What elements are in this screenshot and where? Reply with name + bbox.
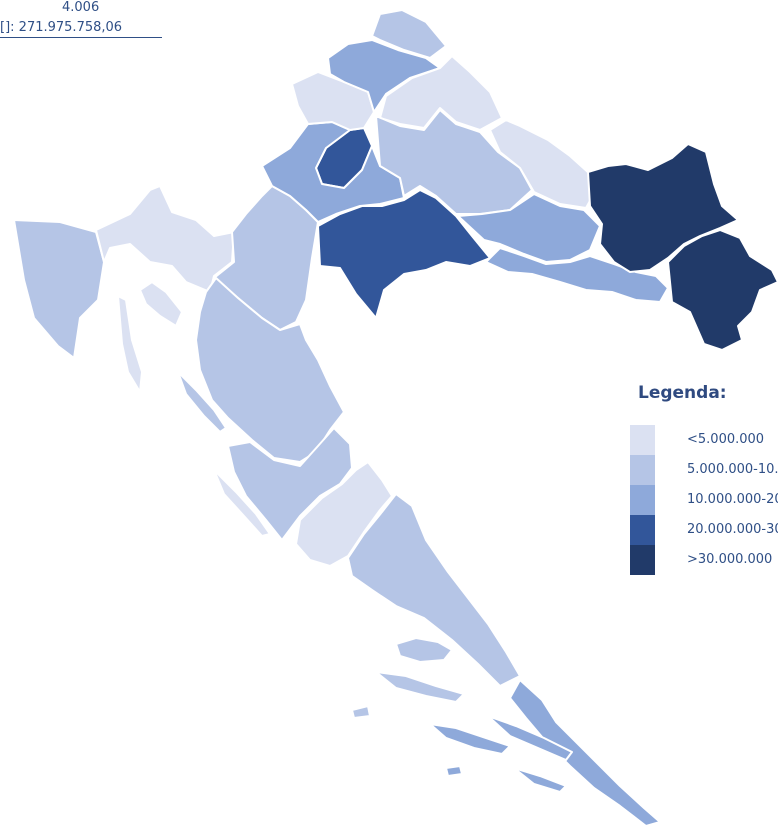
region-island-vis[interactable] [351,705,371,719]
legend-label: 5.000.000-10.000.000 [687,462,778,477]
legend-label: >30.000.000 [687,552,773,567]
region-island-mljet[interactable] [513,767,567,793]
region-zadarska[interactable] [227,427,353,541]
region-medimurska[interactable] [371,9,447,59]
legend-swatch [630,515,655,545]
region-vukovarsko-srijemska[interactable] [667,229,778,351]
legend-swatch [630,485,655,515]
region-licko-senjska[interactable] [195,277,345,463]
legend-item: <5.000.000 [630,425,778,455]
region-brodsko-posavska[interactable] [485,247,669,303]
region-dubrovacko-neretvanska[interactable] [509,679,661,827]
region-splitsko-dalmatinska[interactable] [347,493,521,687]
legend-swatch [630,545,655,575]
record-count: 4.006 [62,0,100,15]
region-island-dugi[interactable] [213,469,271,537]
region-bjelovarsko-bilogorska[interactable] [375,109,533,215]
legend-item: 20.000.000-30.000.000 [630,515,778,545]
region-pozesko-slavonska[interactable] [457,193,601,263]
region-island-pag[interactable] [177,371,227,433]
region-koprivnicko-krizevacka[interactable] [379,55,503,131]
legend-label: <5.000.000 [687,432,765,447]
map-legend: Legenda: <5.000.000 5.000.000-10.000.000… [628,383,778,603]
legend-swatch [630,425,655,455]
legend-item: 10.000.000-20.000.000 [630,485,778,515]
region-peljesac[interactable] [487,715,573,761]
legend-swatch [630,455,655,485]
region-osjecko-baranjska[interactable] [587,143,739,273]
legend-item: 5.000.000-10.000.000 [630,455,778,485]
total-amount: []: 271.975.758,06 [0,20,162,38]
region-sisacko-moslavacka[interactable] [317,189,491,319]
legend-label: 10.000.000-20.000.000 [687,492,778,507]
region-varazdinska[interactable] [327,39,441,113]
region-island-krk[interactable] [139,281,183,327]
region-island-cres[interactable] [117,295,143,393]
legend-item: >30.000.000 [630,545,778,575]
total-amount-text: []: 271.975.758,06 [0,20,123,35]
legend-title: Legenda: [638,383,727,403]
region-island-korcula[interactable] [429,723,511,755]
region-island-hvar[interactable] [375,671,465,703]
region-primorsko-goranska[interactable] [95,185,235,293]
summary-stats: 4.006 []: 271.975.758,06 [0,0,170,60]
region-island-lastovo[interactable] [445,765,463,777]
region-sibensko-kninska[interactable] [295,461,393,567]
legend-label: 20.000.000-30.000.000 [687,522,778,537]
region-istarska[interactable] [13,219,105,359]
region-island-brac[interactable] [395,637,453,663]
